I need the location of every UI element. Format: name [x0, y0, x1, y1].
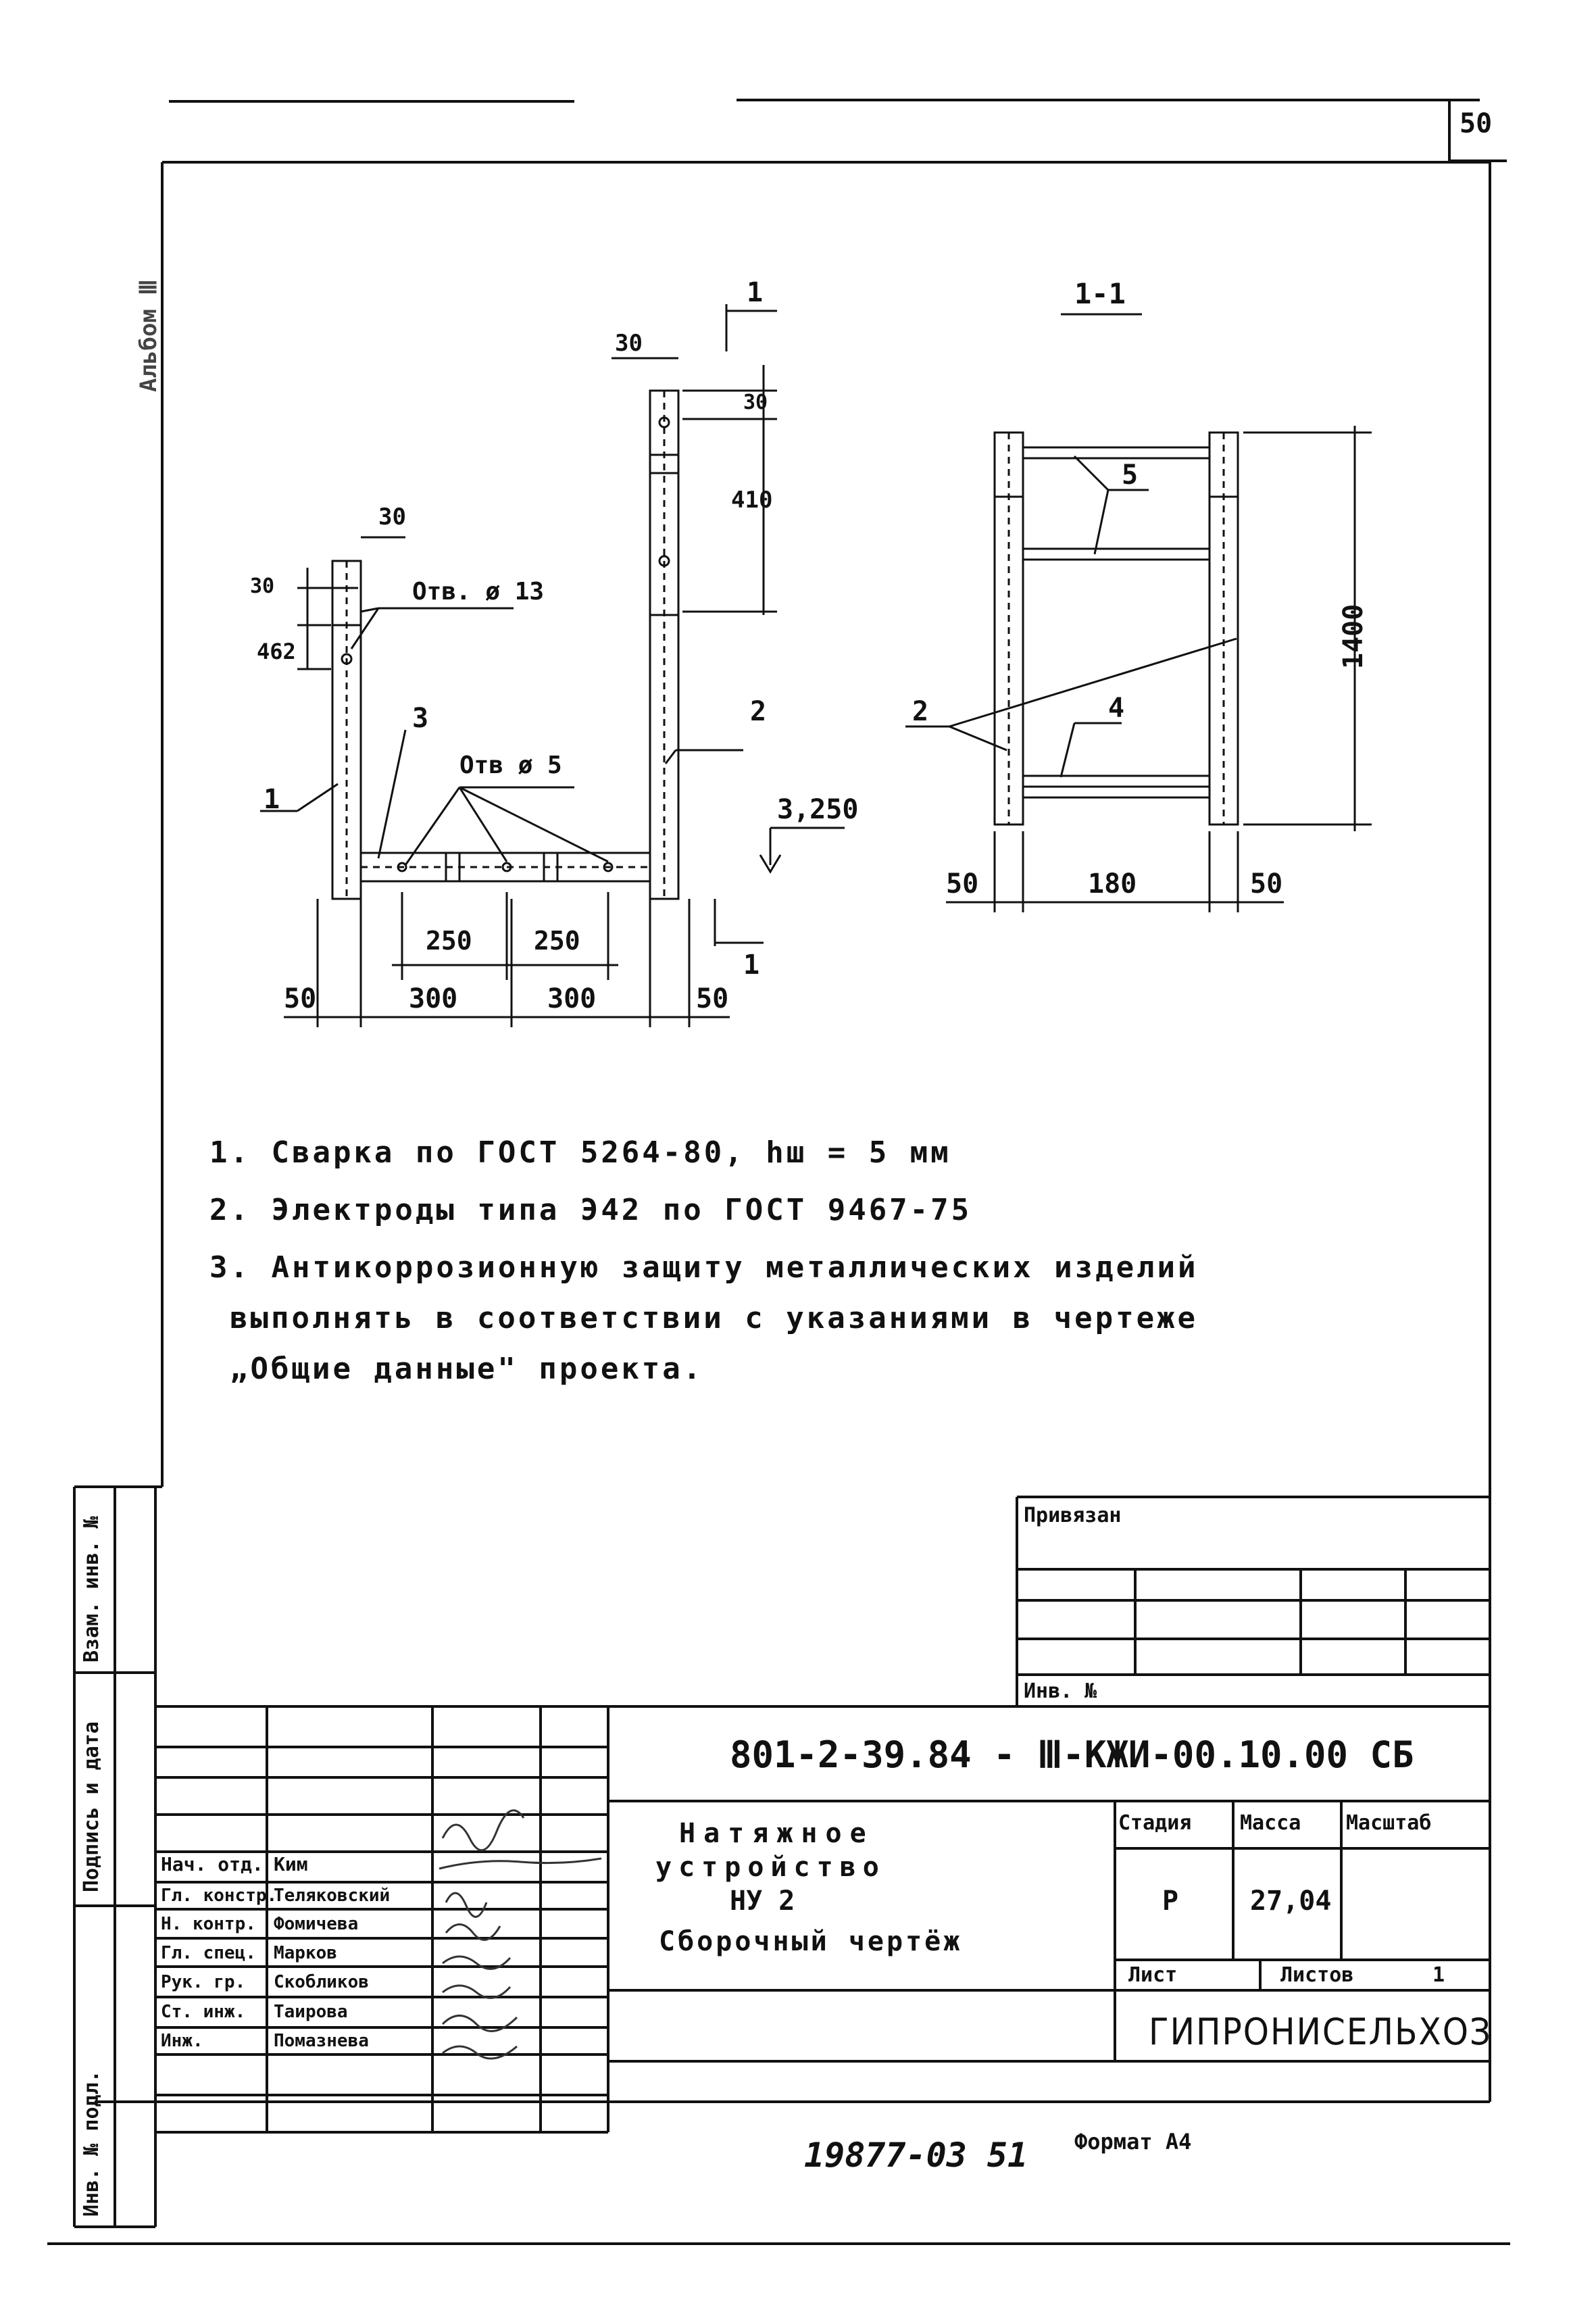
binding-title: Привязан [1024, 1504, 1122, 1527]
sheets-value: 1 [1432, 1963, 1445, 1987]
dim-bay-2: 300 [547, 983, 597, 1014]
document-code: 801-2-39.84 - Ⅲ-КЖИ-00.10.00 СБ [730, 1733, 1414, 1776]
signatures [439, 1809, 602, 2060]
stamp-signature-date: Подпись и дата [80, 1721, 103, 1892]
name-4: Скобликов [274, 1972, 369, 1992]
sheet-number: 50 [1460, 108, 1493, 139]
section-label: 1-1 [1074, 277, 1126, 310]
mass-label: Масса [1240, 1811, 1301, 1835]
dim-spacing-2: 250 [534, 926, 580, 956]
note-1: 1. Сварка по ГОСТ 5264-80, hш = 5 мм [209, 1135, 951, 1170]
dim-left-col-height: 462 [257, 639, 296, 664]
callout-hole-5: Отв ø 5 [459, 752, 562, 779]
role-3: Гл. спец. [161, 1943, 256, 1963]
name-1: Теляковский [274, 1886, 391, 1906]
name-3: Марков [274, 1943, 337, 1963]
dim-left-col-width: 30 [378, 503, 406, 531]
album-mark: Альбом Ⅲ [135, 279, 162, 392]
dim-bay-1: 300 [409, 983, 458, 1014]
callout-right-pos-2: 2 [912, 696, 929, 727]
mass-value: 27,04 [1250, 1886, 1332, 1917]
dim-height-1400: 1400 [1338, 604, 1369, 669]
stage-value: Р [1162, 1886, 1179, 1917]
role-6: Инж. [161, 2031, 203, 2051]
name-2: Фомичева [274, 1914, 359, 1934]
callout-right-pos-4: 4 [1108, 693, 1125, 724]
stamp-replaced-inv: Взам. инв. № [80, 1516, 103, 1663]
dim-right-middle: 180 [1088, 868, 1137, 900]
format-label: Формат А4 [1074, 2129, 1192, 2155]
sheet-label: Лист [1128, 1963, 1178, 1987]
product-name-1: Натяжное [679, 1818, 874, 1849]
name-0: Ким [274, 1853, 308, 1875]
stage-label: Стадия [1118, 1811, 1192, 1835]
product-name-2: устройство [655, 1852, 886, 1883]
dim-top-col-height: 410 [731, 487, 773, 514]
cut-mark-bottom: 1 [743, 950, 760, 981]
dim-right-edge-right: 50 [1250, 868, 1283, 900]
note-5: „Общие данные" проекта. [230, 1352, 704, 1386]
role-5: Ст. инж. [161, 2002, 246, 2022]
name-6: Помазнева [274, 2031, 369, 2051]
scale-label: Масштаб [1346, 1811, 1432, 1835]
sheets-label: Листов [1280, 1963, 1354, 1987]
callout-pos-2: 2 [750, 696, 767, 727]
footer-code: 19877-03 51 [804, 2136, 1028, 2175]
stamp-original-inv: Инв. № подл. [80, 2070, 103, 2217]
dim-spacing-1: 250 [426, 926, 472, 956]
role-4: Рук. гр. [161, 1972, 246, 1992]
dim-top-col-offset: 30 [743, 391, 768, 414]
dim-edge-left: 50 [284, 983, 317, 1014]
organization: ГИПРОНИСЕЛЬХОЗ [1149, 2011, 1493, 2053]
callout-hole-13: Отв. ø 13 [412, 578, 545, 606]
note-3: 3. Антикоррозионную защиту металлических… [209, 1250, 1199, 1285]
callout-right-pos-5: 5 [1122, 460, 1139, 491]
role-0: Нач. отд. [161, 1853, 264, 1875]
dim-top-col-width: 30 [615, 330, 643, 357]
dim-left-col-offset: 30 [250, 574, 275, 598]
name-5: Таирова [274, 2002, 348, 2022]
role-1: Гл. констр. [161, 1886, 278, 1906]
role-2: Н. контр. [161, 1914, 256, 1934]
callout-pos-1: 1 [264, 784, 280, 815]
note-2: 2. Электроды типа Э42 по ГОСТ 9467-75 [209, 1193, 972, 1227]
product-name-4: Сборочный чертёж [659, 1926, 963, 1957]
elevation-mark: 3,250 [777, 794, 859, 825]
dim-edge-right: 50 [696, 983, 729, 1014]
cut-mark-top: 1 [747, 277, 764, 308]
dim-right-edge-left: 50 [946, 868, 979, 900]
note-4: выполнять в соответствии с указаниями в … [230, 1301, 1199, 1335]
callout-pos-3: 3 [412, 703, 429, 734]
product-name-3: НУ 2 [730, 1886, 795, 1917]
binding-inv: Инв. № [1024, 1679, 1097, 1703]
